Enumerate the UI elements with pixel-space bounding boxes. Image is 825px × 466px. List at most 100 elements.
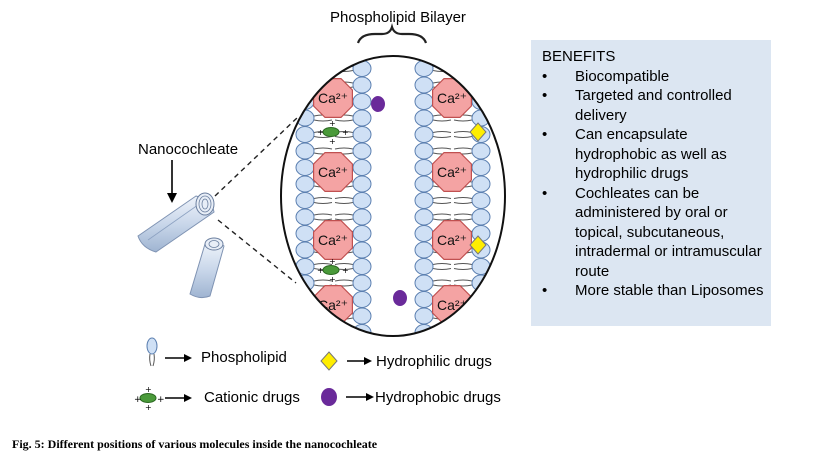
lipid-tail — [313, 197, 333, 204]
lipid-head — [414, 109, 434, 127]
lipid-head — [295, 291, 315, 308]
legend-arrow-hydrophilic — [347, 357, 372, 365]
lipid-tail — [453, 197, 473, 204]
lipid-head — [414, 76, 434, 94]
legend-hydrophilic-icon — [320, 351, 338, 371]
calcium-ion-label: Ca²⁺ — [437, 90, 467, 106]
lipid-head — [471, 291, 491, 308]
lipid-head — [414, 274, 434, 292]
bilayer-cross-section: Ca²⁺Ca²⁺Ca²⁺Ca²⁺Ca²⁺Ca²⁺Ca²⁺Ca²⁺++++++++ — [295, 49, 491, 336]
lipid-head — [414, 307, 434, 325]
legend-arrow-hydrophobic — [346, 393, 374, 401]
lipid-head — [414, 208, 434, 226]
cationic-charge: + — [317, 128, 324, 137]
lipid-head — [414, 258, 434, 275]
lipid-head — [352, 109, 372, 127]
lipid-head — [352, 76, 372, 94]
legend-cationic-icon: + + + + — [134, 385, 165, 412]
lipid-head — [295, 241, 315, 259]
lipid-tail — [432, 213, 452, 221]
lipid-tail — [432, 329, 452, 336]
svg-text:+: + — [157, 395, 165, 405]
lipid-head — [414, 225, 434, 242]
lipid-tail — [432, 197, 452, 204]
lipid-tail — [313, 329, 333, 336]
calcium-ion-label: Ca²⁺ — [318, 164, 348, 180]
hydrophilic-drug — [469, 235, 487, 255]
lipid-tail — [314, 49, 332, 55]
lipid-tail — [454, 49, 472, 55]
svg-text:+: + — [145, 385, 152, 394]
lipid-head — [471, 109, 491, 127]
lipid-head — [295, 60, 315, 77]
lipid-head — [352, 208, 372, 226]
lipid-head — [295, 142, 315, 160]
lipid-tail — [453, 329, 473, 336]
benefit-item: More stable than Liposomes — [542, 281, 765, 301]
lipid-tail — [433, 49, 451, 55]
lipid-head — [471, 142, 491, 160]
lipid-tail — [453, 213, 473, 221]
nanocochleate-label: Nanocochleate — [138, 141, 239, 158]
legend-hydrophobic-label: Hydrophobic drugs — [375, 389, 501, 406]
lipid-head — [414, 241, 434, 259]
lipid-tail — [334, 197, 354, 204]
zoom-line-bottom — [217, 219, 297, 284]
lipid-head — [352, 142, 372, 160]
benefits-list: Biocompatible Targeted and controlled de… — [542, 67, 765, 301]
benefit-item: Can encapsulate hydrophobic as well as h… — [542, 125, 765, 184]
legend-arrow-phospholipid — [165, 354, 192, 362]
svg-text:+: + — [134, 395, 142, 405]
cationic-charge: + — [329, 257, 336, 266]
lipid-head — [414, 93, 434, 110]
lipid-tail — [313, 312, 333, 320]
benefit-item: Biocompatible — [542, 67, 765, 87]
lipid-head — [352, 175, 372, 193]
lipid-head — [352, 291, 372, 308]
lipid-head — [352, 225, 372, 242]
lipid-tail — [453, 312, 473, 320]
benefits-panel: BENEFITS Biocompatible Targeted and cont… — [531, 40, 771, 326]
nanocochleate-tube-small — [189, 237, 225, 299]
lipid-head — [295, 324, 315, 336]
legend-cationic-label: Cationic drugs — [204, 389, 300, 406]
calcium-ion-label: Ca²⁺ — [437, 232, 467, 248]
lipid-tail — [334, 213, 354, 221]
cationic-drug — [322, 265, 340, 275]
lipid-head — [295, 225, 315, 242]
lipid-head — [471, 76, 491, 94]
lipid-tail — [335, 49, 353, 55]
calcium-ion — [432, 152, 472, 192]
lipid-head — [471, 208, 491, 226]
lipid-tail — [432, 263, 452, 270]
lipid-head — [471, 307, 491, 325]
zoom-circle — [280, 55, 506, 337]
lipid-head — [295, 56, 315, 61]
lipid-tail — [453, 263, 473, 270]
lipid-head — [295, 109, 315, 127]
hydrophilic-drug — [469, 122, 487, 142]
lipid-head — [414, 175, 434, 193]
lipid-tail — [432, 131, 452, 138]
lipid-head — [295, 175, 315, 193]
hydrophobic-drug — [371, 96, 385, 112]
cationic-charge: + — [329, 275, 336, 284]
lipid-head — [414, 192, 434, 209]
lipid-head — [471, 324, 491, 336]
lipid-head — [414, 56, 434, 61]
legend-hydrophilic-label: Hydrophilic drugs — [376, 353, 492, 370]
legend-phospholipid-label: Phospholipid — [201, 349, 287, 366]
cationic-charge: + — [317, 266, 324, 275]
cationic-charge: + — [342, 266, 349, 275]
lipid-head — [471, 159, 491, 176]
benefit-item: Cochleates can be administered by oral o… — [542, 184, 765, 282]
lipid-tail — [453, 131, 473, 138]
lipid-head — [414, 159, 434, 176]
lipid-tail — [313, 65, 333, 72]
lipid-head — [352, 159, 372, 176]
lipid-tail — [313, 213, 333, 221]
calcium-ion — [432, 220, 472, 260]
calcium-ion-label: Ca²⁺ — [437, 164, 467, 180]
cationic-drug — [322, 127, 340, 137]
legend-hydrophobic-icon — [321, 388, 337, 406]
